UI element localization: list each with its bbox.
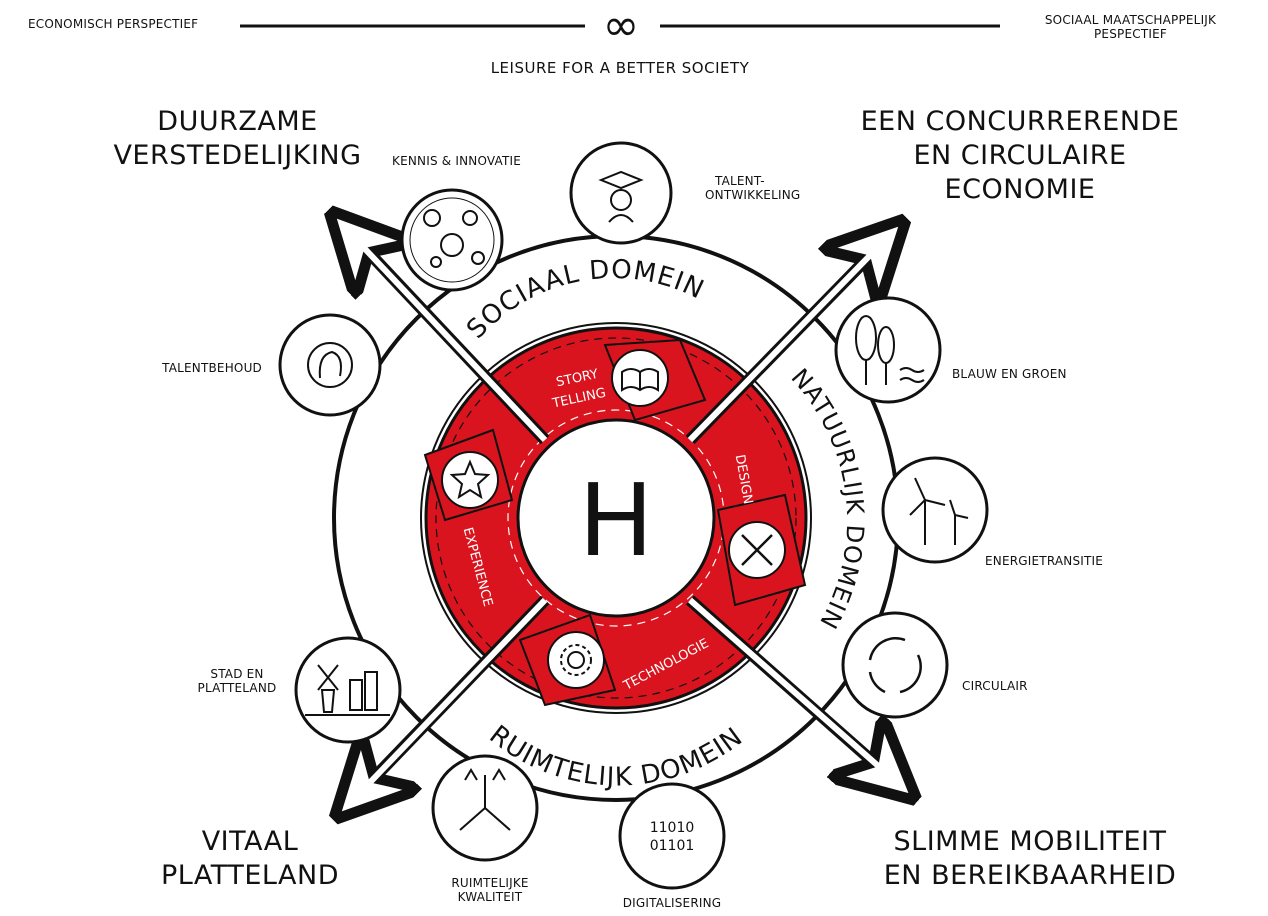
corner-bottom-right: SLIMME MOBILITEIT EN BEREIKBAARHEID — [870, 825, 1190, 893]
windmill-icon — [305, 664, 390, 716]
wind-turbine-icon — [909, 477, 969, 545]
stad-platteland-icon-circle — [294, 636, 402, 744]
corner-bottom-right-line-2: EN BEREIKBAARHEID — [883, 859, 1177, 891]
head-icon — [307, 342, 353, 388]
storytelling-badge — [603, 338, 707, 422]
kennis-innovatie-icon-circle — [400, 188, 504, 292]
header-left-label: ECONOMISCH PERSPECTIEF — [28, 17, 199, 31]
corner-bottom-left: VITAAL PLATTELAND — [130, 825, 370, 893]
corner-top-right-line-2: EN CIRCULAIRE ECONOMIE — [913, 139, 1127, 205]
theme-ruimtelijke-label: RUIMTELIJKE KWALITEIT — [430, 876, 550, 905]
theme-ruimtelijke-line-1: RUIMTELIJKE — [451, 876, 529, 890]
corner-top-left-line-1: DUURZAME — [157, 106, 318, 137]
header-right-line-1: SOCIAAL MAATSCHAPPELIJK — [1044, 13, 1217, 27]
core-ring-dashes — [435, 337, 797, 699]
infinity-icon: ∞ — [603, 0, 640, 51]
pen-tools-icon — [741, 534, 773, 566]
design-badge — [716, 493, 807, 607]
corner-bottom-left-line-2: PLATTELAND — [160, 859, 339, 891]
corner-top-left-line-2: VERSTEDELIJKING — [113, 139, 362, 171]
circulair-icon-circle — [841, 611, 949, 719]
theme-circulair-label: CIRCULAIR — [962, 679, 1028, 693]
header-right-line-2: PESPECTIEF — [1094, 26, 1167, 41]
binary-line-2: 01101 — [650, 838, 695, 854]
corner-top-right-line-1: EEN CONCURRERENDE — [860, 106, 1180, 137]
theme-talent-line-1: TALENT- — [715, 174, 765, 188]
network-icon — [459, 768, 511, 831]
corner-bottom-left-line-1: VITAAL — [201, 826, 299, 857]
binary-icon: 11010 01101 — [650, 820, 695, 854]
theme-blauw-label: BLAUW EN GROEN — [952, 367, 1067, 381]
theme-stad-line-1: STAD EN — [210, 667, 264, 681]
graduation-icon — [598, 170, 644, 223]
theme-talent-line-2: ONTWIKKELING — [705, 187, 801, 202]
recycle-icon — [868, 637, 922, 694]
brain-icon — [423, 209, 485, 268]
theme-talentbehoud-label: TALENTBEHOUD — [162, 361, 262, 375]
theme-stad-label: STAD EN PLATTELAND — [182, 667, 292, 696]
header-right-label: SOCIAAL MAATSCHAPPELIJK PESPECTIEF — [1008, 13, 1253, 42]
energietransitie-icon-circle — [881, 456, 989, 564]
arrows-inner — [347, 230, 895, 800]
theme-ruimtelijke-line-2: KWALITEIT — [457, 889, 523, 904]
binary-line-1: 11010 — [650, 820, 695, 836]
digitalisering-icon-circle: 11010 01101 — [618, 782, 726, 890]
theme-digitalisering-label: DIGITALISERING — [622, 896, 722, 910]
book-icon — [621, 368, 659, 392]
theme-stad-line-2: PLATTELAND — [197, 680, 277, 695]
ruimtelijke-kwaliteit-icon-circle — [431, 754, 539, 862]
corner-top-right: EEN CONCURRERENDE EN CIRCULAIRE ECONOMIE — [840, 105, 1200, 206]
trees-icon — [855, 315, 925, 385]
theme-kennis-label: KENNIS & INNOVATIE — [392, 154, 522, 168]
gear-circle-icon — [560, 644, 592, 676]
talentontwikkeling-icon-circle — [569, 141, 673, 245]
technologie-badge — [518, 613, 617, 707]
blauw-groen-icon-circle — [834, 296, 942, 404]
theme-talent-label: TALENT- ONTWIKKELING — [705, 174, 801, 203]
corner-bottom-right-line-1: SLIMME MOBILITEIT — [893, 826, 1167, 857]
star-icon — [449, 459, 491, 500]
core-logo: H — [578, 462, 653, 579]
experience-badge — [423, 428, 514, 522]
talentbehoud-icon-circle — [278, 313, 382, 417]
subtitle: LEISURE FOR A BETTER SOCIETY — [490, 59, 750, 77]
theme-energie-label: ENERGIETRANSITIE — [985, 554, 1104, 568]
corner-top-left: DUURZAME VERSTEDELIJKING — [100, 105, 375, 173]
